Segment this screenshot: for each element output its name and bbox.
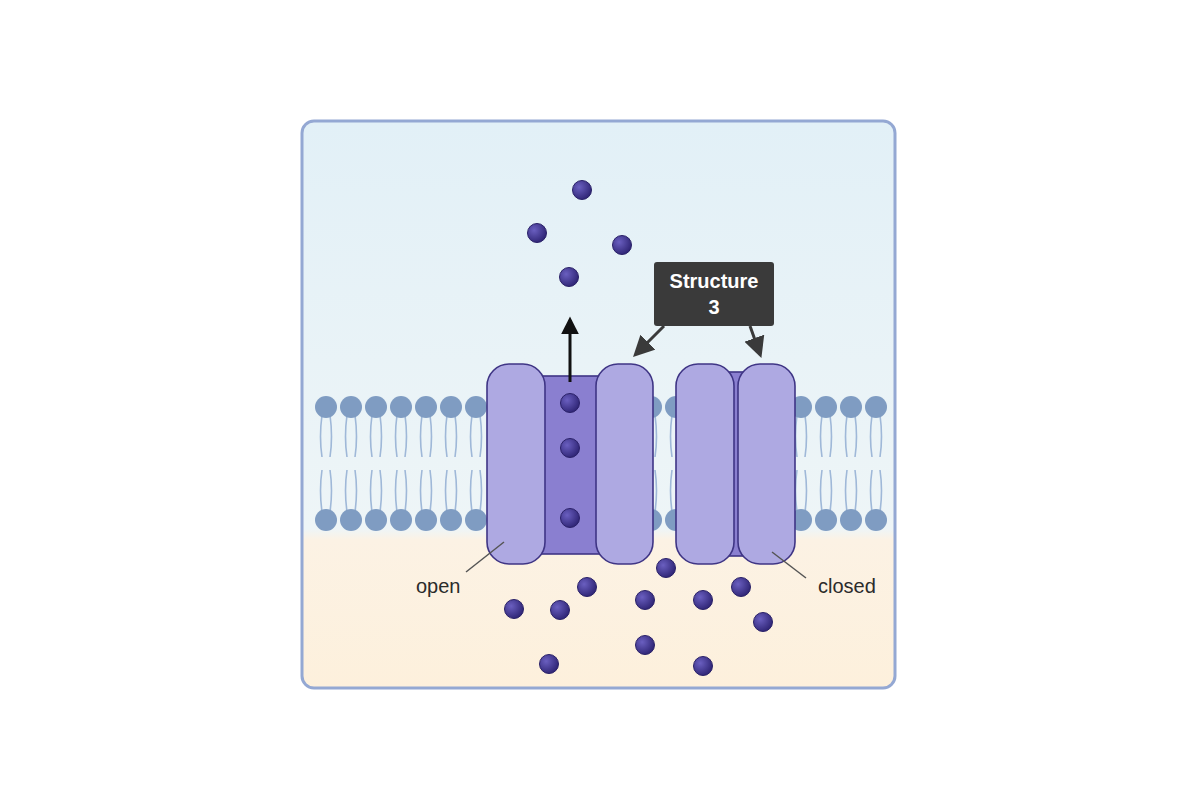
ion [578,578,597,597]
state-label: closed [818,575,876,598]
ion [694,591,713,610]
lipid-tail [871,415,882,457]
lipid-tail [871,470,882,512]
ion [657,559,676,578]
lipid-head [390,396,412,418]
closed-channel [676,364,795,564]
ion [560,268,579,287]
lipid-head [365,396,387,418]
lipid-tail [346,470,357,512]
lipid-head [865,396,887,418]
lipid-tail [796,470,807,512]
lipid-tail [446,415,457,457]
lipid-tail [396,470,407,512]
lipid-tail [321,415,332,457]
lipid-tail [371,470,382,512]
ion [613,236,632,255]
lipid-head [865,509,887,531]
leader-arrow [636,326,664,354]
lipid-head [340,509,362,531]
ion [561,394,580,413]
ion [573,181,592,200]
ion [528,224,547,243]
lipid-head [815,396,837,418]
lipid-tail [371,415,382,457]
lipid-tail [796,415,807,457]
lipid-head [815,509,837,531]
lipid-head [340,396,362,418]
ion [561,439,580,458]
frame [302,121,895,688]
lipid-head [440,396,462,418]
lipid-head [465,509,487,531]
ion [561,509,580,528]
leader-line [466,542,504,572]
ion [732,578,751,597]
lipid-head [415,396,437,418]
lipid-tail [346,415,357,457]
lipid-head [315,509,337,531]
ion [505,600,524,619]
lipid-head [390,509,412,531]
ion [694,657,713,676]
lipid-tail [421,415,432,457]
lipid-head [315,396,337,418]
open-channel [487,364,653,564]
lipid-tail [321,470,332,512]
leader-line [772,552,806,578]
background [303,122,894,687]
lipid-tail [821,470,832,512]
lipid-head [840,509,862,531]
ion [754,613,773,632]
state-label: open [416,575,461,598]
leader-arrow [750,326,760,354]
callout-text: Structure 3 [662,268,766,320]
lipid-head [465,396,487,418]
ion [636,591,655,610]
lipid-tail [471,415,482,457]
lipid-tail [471,470,482,512]
lipid-tail [396,415,407,457]
lipid-tail [446,470,457,512]
lipid-head [840,396,862,418]
lipid-tail [846,470,857,512]
ion [636,636,655,655]
lipid-tail [846,415,857,457]
ions [505,181,773,676]
lipid-head [440,509,462,531]
lipid-tail [821,415,832,457]
ion [540,655,559,674]
callout-box: Structure 3 [654,262,774,326]
ion [551,601,570,620]
lipid-tail [421,470,432,512]
flow-arrow [569,320,572,382]
lipid-head [415,509,437,531]
lipid-head [365,509,387,531]
